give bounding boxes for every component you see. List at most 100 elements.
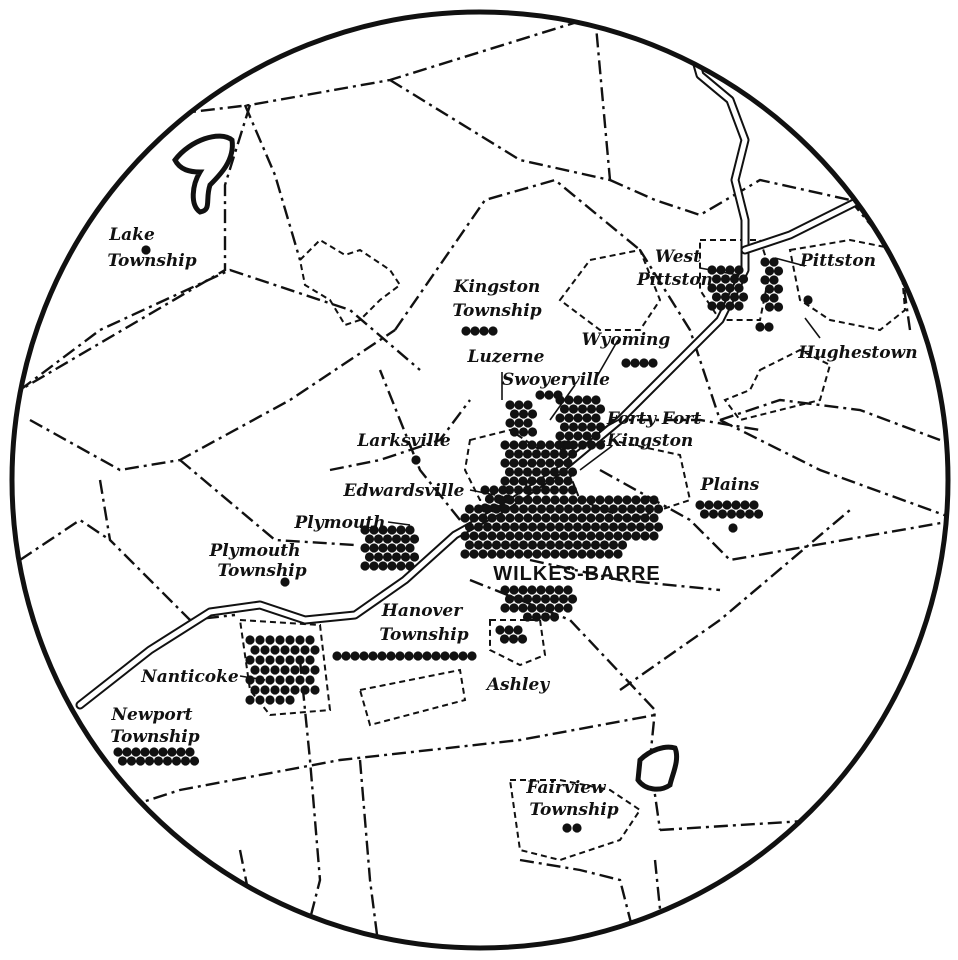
dots-newport-township bbox=[131, 747, 141, 757]
dots-nanticoke bbox=[290, 665, 300, 675]
dots-wilkes-barre-south bbox=[563, 603, 573, 613]
dots-newport-township bbox=[153, 756, 164, 766]
dots-pittston bbox=[760, 257, 770, 267]
dots-newport-township bbox=[180, 756, 191, 766]
dots-newport-township bbox=[135, 756, 146, 766]
dots-luzerne bbox=[509, 427, 520, 437]
dots-wilkes-barre bbox=[509, 540, 520, 550]
label-forty-fort: Forty Fort bbox=[606, 409, 702, 429]
dots-wilkes-barre bbox=[617, 522, 628, 532]
dots-wilkes-barre bbox=[640, 513, 650, 523]
dots-plains bbox=[699, 509, 710, 519]
dots-kingston bbox=[527, 458, 537, 468]
dots-wilkes-barre bbox=[460, 549, 470, 559]
dots-kingston bbox=[518, 476, 528, 486]
dots-wilkes-barre-south bbox=[509, 585, 519, 595]
dots-ashley bbox=[499, 634, 510, 644]
dots-kingston bbox=[545, 476, 555, 486]
dots-wilkes-barre bbox=[550, 549, 560, 559]
dots-wilkes-barre bbox=[523, 531, 533, 541]
dots-wilkes-barre-south bbox=[531, 594, 542, 604]
dots-west-pittston bbox=[720, 274, 731, 284]
dots-newport-township bbox=[117, 756, 128, 766]
dots-wilkes-barre bbox=[473, 522, 484, 532]
dots-wilkes-barre bbox=[469, 531, 479, 541]
dots-nanticoke bbox=[270, 665, 280, 675]
dots-newport-township bbox=[140, 747, 150, 757]
dots-plymouth bbox=[396, 525, 406, 535]
dots-newport-township bbox=[189, 756, 200, 766]
dots-wilkes-barre-south bbox=[545, 603, 555, 613]
dots-plains bbox=[726, 509, 737, 519]
dots-kingston bbox=[536, 458, 546, 468]
dots-wilkes-barre bbox=[541, 513, 551, 523]
dots-wilkes-barre bbox=[635, 522, 646, 532]
dots-west-pittston bbox=[729, 274, 740, 284]
dots-plymouth bbox=[364, 552, 375, 562]
dots-plymouth bbox=[405, 561, 415, 571]
dots-wilkes-barre bbox=[577, 513, 587, 523]
dots-nanticoke bbox=[305, 655, 315, 665]
dots-wilkes-barre bbox=[590, 540, 601, 550]
dots-wilkes-barre bbox=[586, 495, 596, 505]
dots-plymouth bbox=[378, 525, 388, 535]
dots-wilkes-barre-south bbox=[518, 585, 528, 595]
dots-wilkes-barre bbox=[568, 549, 578, 559]
dots-luzerne bbox=[518, 427, 529, 437]
dots-wilkes-barre bbox=[608, 540, 619, 550]
dots-wilkes-barre-south bbox=[518, 603, 528, 613]
dots-swoyerville bbox=[544, 390, 554, 400]
dots-plymouth bbox=[405, 525, 415, 535]
dots-west-pittston bbox=[707, 283, 717, 293]
dots-wilkes-barre bbox=[523, 513, 533, 523]
dots-nanticoke bbox=[260, 685, 270, 695]
dots-wilkes-barre bbox=[622, 531, 632, 541]
dots-forty-fort bbox=[591, 431, 601, 441]
dots-kingston bbox=[536, 476, 546, 486]
dots-wilkes-barre bbox=[577, 549, 587, 559]
dots-hanover-township bbox=[413, 651, 423, 661]
dots-kingston bbox=[531, 485, 542, 495]
dots-luzerne bbox=[514, 418, 524, 428]
dots-wilkes-barre bbox=[487, 531, 497, 541]
dots-kingston bbox=[563, 476, 573, 486]
dots-wilkes-barre bbox=[617, 504, 628, 514]
dots-hanover-township bbox=[395, 651, 405, 661]
dots-wilkes-barre-south bbox=[554, 603, 564, 613]
dots-kingston-township bbox=[470, 326, 480, 336]
dots-newport-township bbox=[171, 756, 182, 766]
dots-luzerne bbox=[527, 409, 538, 419]
dots-forty-fort bbox=[591, 413, 601, 423]
dots-nanticoke bbox=[280, 665, 290, 675]
dots-west-pittston bbox=[729, 292, 740, 302]
dots-nanticoke bbox=[310, 645, 320, 655]
dots-wilkes-barre bbox=[550, 495, 560, 505]
dots-nanticoke bbox=[255, 635, 265, 645]
dots-wilkes-barre bbox=[509, 522, 520, 532]
dots-plymouth bbox=[382, 552, 393, 562]
dots-wilkes-barre bbox=[518, 540, 529, 550]
dots-wilkes-barre bbox=[496, 531, 506, 541]
dots-nanticoke bbox=[255, 695, 265, 705]
dots-nanticoke bbox=[245, 695, 255, 705]
dots-luzerne bbox=[505, 400, 515, 410]
dots-nanticoke bbox=[255, 655, 265, 665]
dots-swoyerville bbox=[535, 390, 545, 400]
dots-wilkes-barre bbox=[653, 522, 664, 532]
dots-forty-fort bbox=[555, 431, 565, 441]
dots-forty-fort bbox=[595, 440, 606, 450]
dots-wilkes-barre-south bbox=[522, 594, 533, 604]
dots-wilkes-barre bbox=[599, 522, 610, 532]
dots-wyoming bbox=[630, 358, 640, 368]
dots-kingston bbox=[509, 440, 519, 450]
dots-wilkes-barre bbox=[514, 495, 524, 505]
dots-wilkes-barre bbox=[536, 540, 547, 550]
dots-wilkes-barre-south bbox=[527, 603, 537, 613]
dots-wilkes-barre bbox=[568, 495, 578, 505]
dots-wilkes-barre bbox=[518, 504, 529, 514]
dots-wilkes-barre bbox=[595, 513, 605, 523]
dots-plains bbox=[753, 509, 764, 519]
dots-wilkes-barre-south bbox=[567, 594, 578, 604]
label-wyoming: Wyoming bbox=[582, 330, 671, 350]
dots-wilkes-barre bbox=[532, 495, 542, 505]
